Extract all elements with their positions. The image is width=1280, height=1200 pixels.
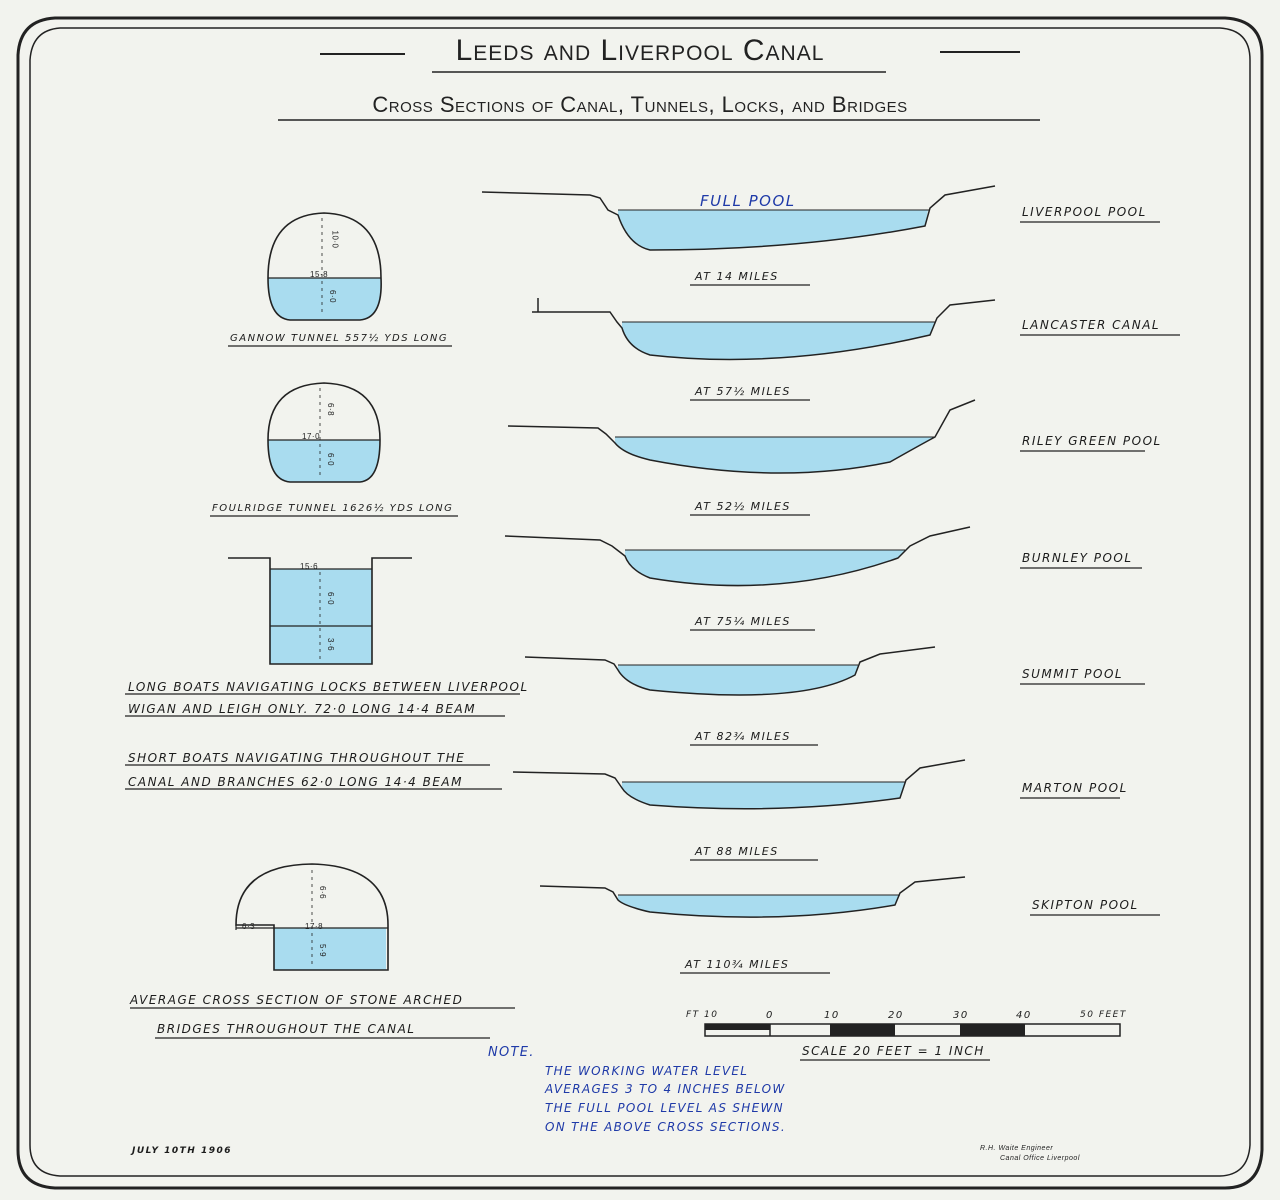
signature-line-1: R.H. Waite Engineer [980,1145,1054,1152]
foulridge-dim-width: 17·0 [302,432,321,441]
drawing-date: July 10th 1906 [132,1146,233,1156]
lock-dim-upper: 6·0 [326,591,336,606]
bridge-dim-side: 6·3 [242,922,256,931]
distance-riley-green: at 52½ Miles [695,500,791,513]
gannow-dim-lower: 6·0 [328,289,338,304]
scale-label: Scale 20 Feet = 1 Inch [802,1044,985,1058]
gannow-caption: Gannow Tunnel 557½ Yds Long [230,333,449,344]
distance-burnley: at 75¼ Miles [695,615,791,628]
note-line-4: on the above Cross Sections. [545,1120,786,1134]
scale-tick-20: 20 [888,1010,904,1021]
distance-lancaster: at 57½ Miles [695,385,791,398]
section-lancaster [532,298,996,361]
scale-tick-30: 30 [953,1010,969,1021]
scale-tick-40: 40 [1016,1010,1032,1021]
note-line-3: the Full Pool level as shewn [545,1101,784,1115]
distance-marton: at 88 Miles [695,845,779,858]
note-heading: Note. [488,1045,535,1060]
pool-name-liverpool: Liverpool Pool [1022,205,1147,219]
section-summit [524,646,936,696]
foulridge-dim-lower: 6·0 [326,452,336,467]
gannow-dim-width: 15·8 [310,270,329,279]
note-line-2: averages 3 to 4 inches below [545,1082,786,1096]
section-skipton [539,876,966,918]
lock-dim-width: 15·6 [300,562,319,571]
pool-name-marton: Marton Pool [1022,781,1128,795]
pool-name-riley-green: Riley Green Pool [1022,434,1162,448]
bridge-caption-line1: Average Cross Section of Stone Arched [130,993,464,1007]
section-riley-green [507,399,976,474]
full-pool-label: Full Pool [700,192,796,210]
bridge-dim-upper: 6·6 [318,885,328,900]
bridge-caption-line2: Bridges throughout the Canal [157,1022,416,1036]
short-boats-line1: Short Boats navigating throughout the [128,751,466,765]
scale-tick-0: 0 [766,1010,774,1021]
pool-name-summit: Summit Pool [1022,667,1124,681]
long-boats-line1: Long Boats navigating Locks between Live… [128,680,529,694]
scale-tick-10: 10 [824,1010,840,1021]
section-marton [512,759,966,810]
outer-frame [16,16,1264,1190]
note-line-1: The working water level [545,1064,749,1078]
pool-name-lancaster: Lancaster Canal [1022,318,1161,332]
scale-tick-50: 50 Feet [1080,1010,1127,1020]
bridge-diagram [235,863,389,971]
signature-line-2: Canal Office Liverpool [1000,1155,1080,1162]
pool-name-skipton: Skipton Pool [1032,898,1139,912]
foulridge-tunnel-diagram [267,382,381,483]
distance-summit: at 82¾ Miles [695,730,791,743]
section-liverpool [481,185,996,251]
distance-skipton: at 110¾ Miles [685,958,790,971]
scale-bar [704,1023,1121,1061]
long-boats-line2: Wigan and Leigh only. 72·0 long 14·4 Bea… [128,702,477,716]
section-burnley [504,526,971,587]
foulridge-dim-upper: 6·8 [326,402,336,417]
distance-liverpool: at 14 Miles [695,270,779,283]
lock-diagram [228,557,412,665]
scale-tick-ft10: Ft 10 [686,1010,719,1020]
pool-name-burnley: Burnley Pool [1022,551,1133,565]
bridge-dim-width: 17·8 [305,922,324,931]
inner-frame [29,27,1251,1177]
gannow-dim-upper: 10·0 [330,230,340,249]
page-subtitle: Cross Sections of Canal, Tunnels, Locks,… [372,92,908,117]
page-title: Leeds and Liverpool Canal [455,34,825,67]
foulridge-caption: Foulridge Tunnel 1626½ Yds Long [212,503,454,514]
lock-dim-lower: 3·6 [326,637,336,652]
bridge-dim-lower: 5·9 [318,943,328,958]
short-boats-line2: Canal and Branches 62·0 long 14·4 Beam [128,775,463,789]
gannow-tunnel-diagram [267,212,382,321]
